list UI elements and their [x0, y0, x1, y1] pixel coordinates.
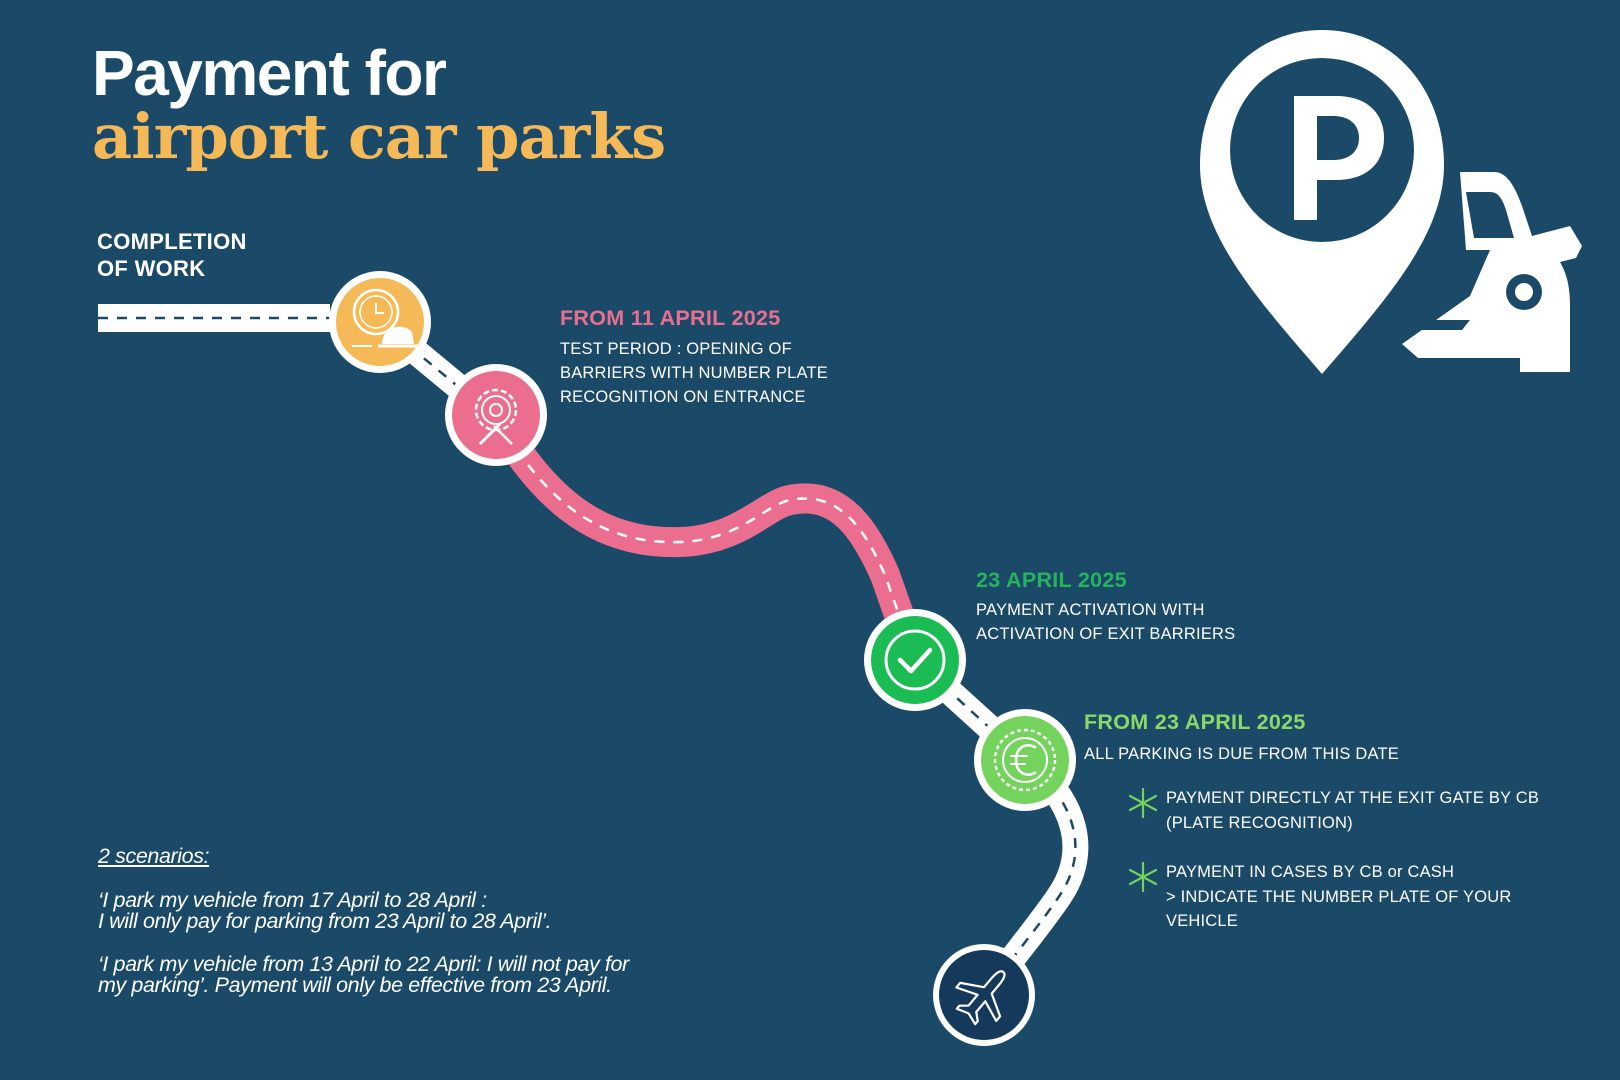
scenario-item: ‘I park my vehicle from 17 April to 28 A… — [98, 887, 629, 933]
scenario-line: ‘I park my vehicle from 17 April to 28 A… — [98, 887, 487, 912]
start-label-line: OF WORK — [97, 256, 206, 281]
bullet-line: PAYMENT DIRECTLY AT THE EXIT GATE BY CB — [1166, 789, 1540, 807]
step-2-line: PAYMENT ACTIVATION WITH — [976, 601, 1205, 619]
airplane-icon — [933, 944, 1035, 1046]
gear-wrench-icon — [445, 364, 547, 466]
page-subtitle: airport car parks — [92, 100, 666, 173]
checkmark-icon — [864, 609, 966, 711]
start-label: COMPLETION OF WORK — [97, 228, 247, 282]
euro-coin-icon — [974, 709, 1076, 811]
car-icon — [1390, 172, 1582, 372]
star-bullet-icon — [1128, 861, 1158, 893]
step-1-title: FROM 11 APRIL 2025 — [560, 306, 781, 330]
step-3-line: ALL PARKING IS DUE FROM THIS DATE — [1084, 745, 1399, 763]
step-2-description: PAYMENT ACTIVATION WITH ACTIVATION OF EX… — [976, 598, 1235, 646]
bullet-text: PAYMENT DIRECTLY AT THE EXIT GATE BY CB … — [1166, 786, 1539, 835]
step-1-line: BARRIERS WITH NUMBER PLATE — [560, 364, 829, 382]
step-3-description: ALL PARKING IS DUE FROM THIS DATE — [1084, 742, 1399, 766]
step-1-description: TEST PERIOD : OPENING OF BARRIERS WITH N… — [560, 337, 828, 409]
bullet-line: > INDICATE THE NUMBER PLATE OF YOUR — [1166, 887, 1512, 906]
scenarios-heading: 2 scenarios: — [98, 844, 210, 868]
start-label-line: COMPLETION — [97, 229, 247, 254]
scenarios-block: 2 scenarios: ‘I park my vehicle from 17 … — [98, 844, 629, 1018]
star-bullet-icon — [1128, 787, 1158, 819]
scenario-line: I will only pay for parking from 23 Apri… — [98, 909, 552, 933]
scenario-line: ‘I park my vehicle from 13 April to 22 A… — [98, 951, 629, 976]
step-3-title: FROM 23 APRIL 2025 — [1084, 710, 1306, 734]
step-1-line: RECOGNITION ON ENTRANCE — [560, 388, 806, 406]
step-2-line: ACTIVATION OF EXIT BARRIERS — [976, 625, 1236, 643]
bullet-line: VEHICLE — [1166, 912, 1239, 930]
step-1-line: TEST PERIOD : OPENING OF — [560, 340, 792, 358]
bullet-text: PAYMENT IN CASES BY CB or CASH > INDICAT… — [1166, 860, 1511, 934]
scenario-item: ‘I park my vehicle from 13 April to 22 A… — [98, 951, 629, 997]
clock-hardhat-icon — [329, 271, 431, 373]
bullet-line: PAYMENT IN CASES BY CB or CASH — [1166, 863, 1455, 881]
scenario-line: my parking’. Payment will only be effect… — [98, 973, 612, 997]
parking-pin-icon — [1200, 30, 1444, 374]
page-title: Payment for — [92, 37, 447, 109]
bullet-line: (PLATE RECOGNITION) — [1166, 813, 1353, 832]
step-2-title: 23 APRIL 2025 — [976, 568, 1127, 592]
